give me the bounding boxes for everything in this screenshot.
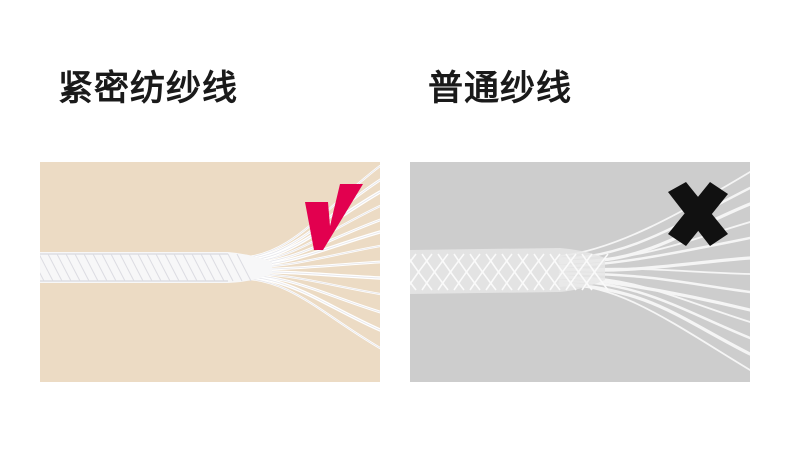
ordinary-yarn-title: 普通纱线 [428,69,573,109]
ordinary-yarn-image [410,162,750,382]
compact-yarn-panel [40,162,380,382]
cross-icon [668,182,728,246]
compact-yarn-title: 紧密纺纱线 [58,69,239,109]
check-icon [305,184,363,250]
ordinary-yarn-panel [410,162,750,382]
compact-yarn-image [40,162,380,382]
